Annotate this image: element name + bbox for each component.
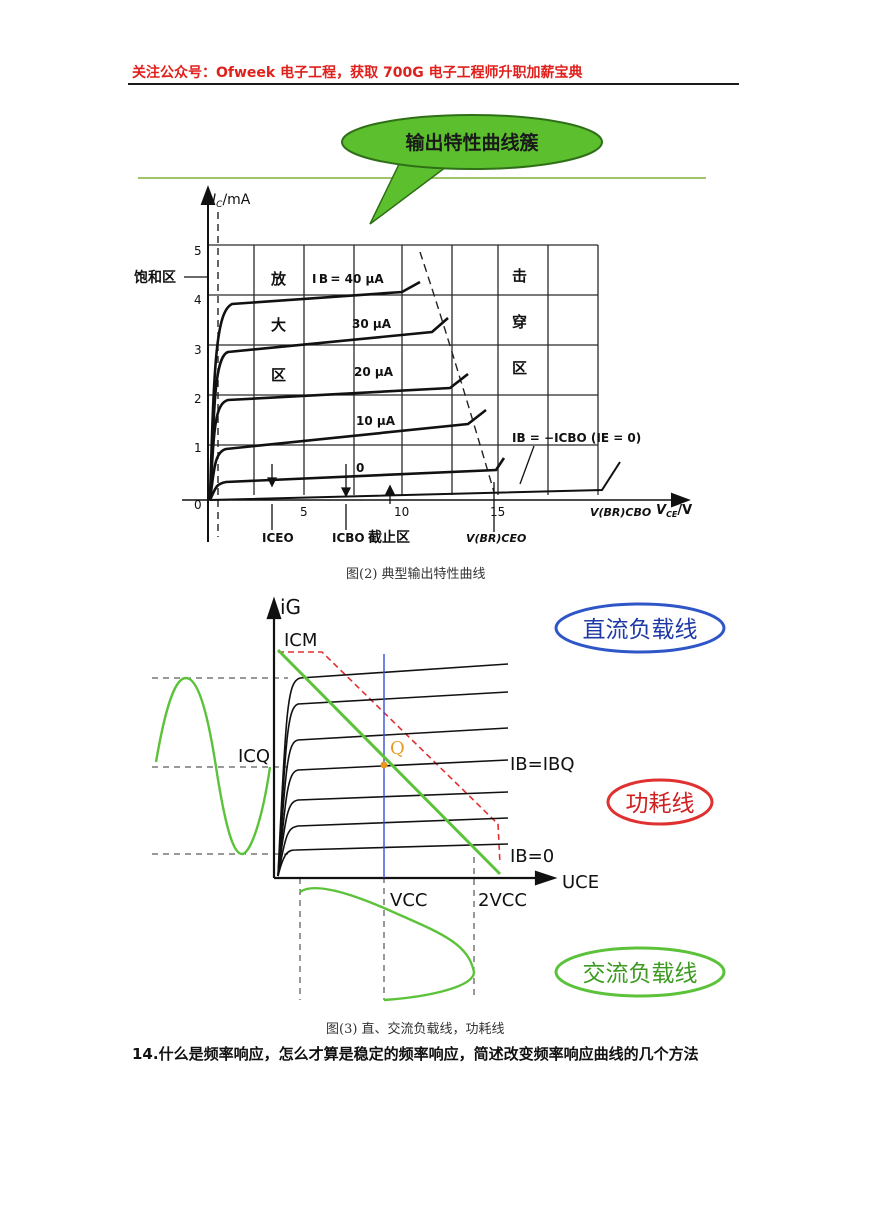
fig3-ib-zero-label: IB=0	[510, 846, 554, 867]
fig2-ytick-2: 2	[194, 392, 202, 406]
fig2-bubble: 输出特性曲线簇	[341, 114, 603, 225]
fig3-ib-bq-label: IB=IBQ	[510, 754, 575, 775]
fig3-dc-load-label: 直流负载线	[583, 617, 698, 643]
fig2-icbo-label: ICBO	[332, 531, 365, 545]
fig2-label-0: 0	[356, 461, 364, 475]
fig2-label-20ua: 20 μA	[354, 365, 394, 379]
fig2-curves	[208, 280, 621, 501]
fig3-q-point	[380, 761, 388, 769]
fig2-ytick-4: 4	[194, 293, 202, 307]
svg-text:大: 大	[271, 316, 286, 334]
fig2-xtick-15: 15	[490, 505, 505, 519]
fig2-breakdown-boundary	[419, 251, 495, 493]
figure-2-caption: 图(2) 典型输出特性曲线	[346, 567, 486, 582]
fig2-label-ib-icbo: IB = −ICBO (IE = 0)	[512, 431, 641, 445]
fig2-ytick-5: 5	[194, 244, 202, 258]
fig3-uce-label: UCE	[562, 872, 599, 893]
fig2-bubble-label: 输出特性曲线簇	[405, 131, 539, 154]
fig2-ytick-3: 3	[194, 343, 202, 357]
fig3-power-badge: 功耗线	[606, 778, 714, 826]
fig3-icm-label: ICM	[284, 630, 317, 651]
fig3-ac-load-label: 交流负载线	[583, 961, 698, 987]
svg-text:放: 放	[270, 270, 287, 288]
fig2-curve-20ua	[208, 372, 469, 501]
question-14: 14.什么是频率响应，怎么才算是稳定的频率响应，简述改变频率响应曲线的几个方法	[132, 1045, 699, 1063]
fig3-ig-label: iG	[280, 595, 301, 619]
svg-text:区: 区	[512, 359, 527, 377]
fig2-xtick-10: 10	[394, 505, 409, 519]
fig2-curve-icbo	[209, 461, 621, 501]
header-promo-text: 关注公众号：Ofweek 电子工程，获取 700G 电子工程师升职加薪宝典	[132, 65, 583, 81]
fig3-ac-load-line	[276, 648, 502, 876]
fig2-curve-labels: I B = 40 μA 30 μA 20 μA 10 μA 0 IB = −IC…	[312, 272, 641, 475]
svg-text:穿: 穿	[512, 313, 527, 331]
fig2-y-axis-label: IC/mA	[212, 192, 251, 210]
fig3-axes	[266, 596, 558, 886]
fig3-ac-load-badge: 交流负载线	[554, 946, 726, 998]
fig2-ib-icbo-pointer	[519, 445, 535, 485]
fig3-output-curves	[277, 663, 509, 877]
fig3-guides	[152, 677, 475, 1000]
fig3-input-sine	[154, 676, 272, 856]
figure-3-caption: 图(3) 直、交流负载线，功耗线	[326, 1022, 505, 1037]
fig2-vbrceo-label: V(BR)CEO	[466, 532, 526, 545]
fig2-vbrcbo-label: V(BR)CBO	[590, 506, 651, 519]
fig2-label-10ua: 10 μA	[356, 414, 396, 428]
fig3-power-label: 功耗线	[626, 791, 695, 817]
fig2-ytick-0: 0	[194, 498, 202, 512]
figure-2-output-characteristics: 输出特性曲线簇 IC/mA 0 1 2	[134, 114, 706, 546]
fig2-label-40ua: I B = 40 μA	[312, 272, 384, 286]
fig3-icq-label: ICQ	[238, 746, 270, 767]
svg-text:击: 击	[512, 267, 527, 285]
fig2-label-30ua: 30 μA	[352, 317, 392, 331]
fig2-cutoff-label: 截止区	[368, 529, 410, 546]
fig2-xtick-5: 5	[300, 505, 308, 519]
figure-3-load-lines: iG ICM ICQ IB=IBQ IB=0 UCE VCC 2VCC Q 直流…	[152, 595, 726, 1002]
fig2-saturation-label: 饱和区	[134, 269, 176, 286]
fig2-grid	[208, 244, 599, 495]
fig3-dc-load-badge: 直流负载线	[554, 602, 726, 654]
fig3-output-sine	[299, 886, 476, 1002]
fig2-x-axis-label: VCE/V	[656, 503, 692, 519]
fig3-2vcc-label: 2VCC	[478, 890, 527, 911]
fig3-q-label: Q	[390, 738, 405, 759]
fig2-x-ticks: 5 10 15	[300, 505, 505, 519]
fig3-vcc-label: VCC	[390, 890, 427, 911]
fig2-curve-10ua	[208, 408, 487, 501]
fig2-axes	[182, 185, 691, 542]
fig2-amp-region: 放 大 区	[270, 270, 287, 384]
header-divider	[128, 83, 739, 85]
fig2-y-ticks: 0 1 2 3 4 5	[194, 244, 202, 512]
fig2-breakdown-region: 击 穿 区	[512, 267, 527, 377]
fig2-iceo-label: ICEO	[262, 531, 294, 545]
fig2-curve-0	[208, 457, 506, 501]
svg-text:区: 区	[271, 366, 286, 384]
fig2-arrows	[266, 464, 495, 532]
fig2-ytick-1: 1	[194, 441, 202, 455]
